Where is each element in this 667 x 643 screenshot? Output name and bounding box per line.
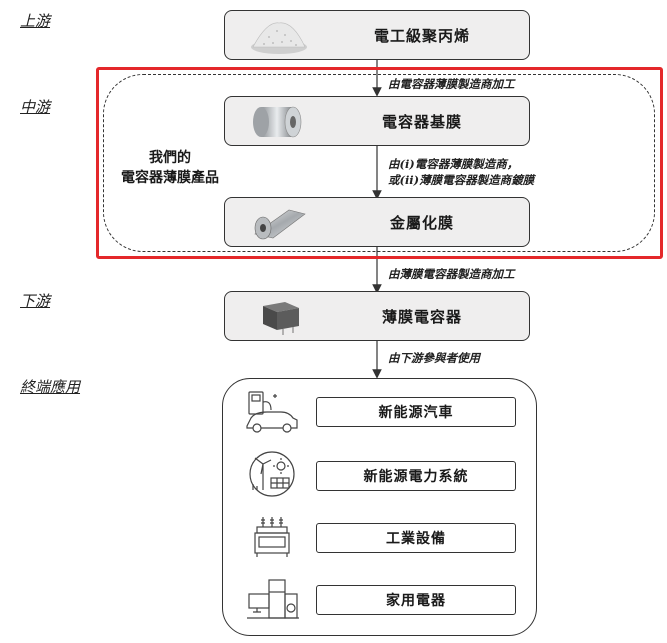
metallized-film-roll-icon (254, 209, 306, 240)
stage-label-upstream: 上游 (20, 12, 51, 30)
our-products-dashed-region (103, 74, 655, 252)
capacitor-icon (263, 302, 299, 335)
arrow-label-2: 由(i)電容器薄膜製造商， 或(ii)薄膜電容器製造商鍍膜 (388, 156, 534, 188)
resin-pile-icon (251, 22, 307, 54)
box-film-capacitor-title: 薄膜電容器 (381, 307, 462, 326)
box-polypropylene: 電工級聚丙烯 (224, 10, 530, 60)
box-metallized-film-title: 金屬化膜 (389, 213, 454, 232)
our-products-line1: 我們的 (149, 150, 191, 166)
box-base-film-title: 電容器基膜 (381, 112, 462, 131)
transformer-icon (254, 517, 290, 557)
arrow-label-3: 由薄膜電容器製造商加工 (388, 267, 515, 281)
stage-label-end-use: 終端應用 (20, 378, 81, 396)
box-base-film: 電容器基膜 (224, 96, 530, 146)
box-metallized-film: 金屬化膜 (224, 197, 530, 247)
arrow-label-1: 由電容器薄膜製造商加工 (388, 77, 515, 91)
end-use-item-industrial: 工業設備 (316, 523, 516, 553)
arrow-label-4: 由下游參與者使用 (388, 351, 480, 365)
wind-solar-icon (249, 451, 295, 497)
stage-label-downstream: 下游 (20, 292, 51, 310)
box-polypropylene-title: 電工級聚丙烯 (373, 26, 470, 45)
arrow-label-2-line1: 由(i)電容器薄膜製造商， (388, 157, 519, 171)
end-use-item-nev: 新能源汽車 (316, 397, 516, 427)
stage-label-midstream: 中游 (20, 98, 51, 116)
appliances-icon (247, 579, 299, 619)
end-use-item-ne-power: 新能源電力系統 (316, 461, 516, 491)
our-products-line2: 電容器薄膜產品 (121, 170, 219, 186)
ev-charging-icon (246, 391, 298, 433)
end-use-item-appliances: 家用電器 (316, 585, 516, 615)
end-use-container (222, 378, 537, 636)
box-film-capacitor: 薄膜電容器 (224, 291, 530, 341)
arrow-label-2-line2: 或(ii)薄膜電容器製造商鍍膜 (388, 173, 535, 187)
our-products-label: 我們的 電容器薄膜產品 (110, 148, 230, 188)
film-roll-icon (253, 106, 302, 138)
midstream-highlight-frame (96, 67, 663, 259)
